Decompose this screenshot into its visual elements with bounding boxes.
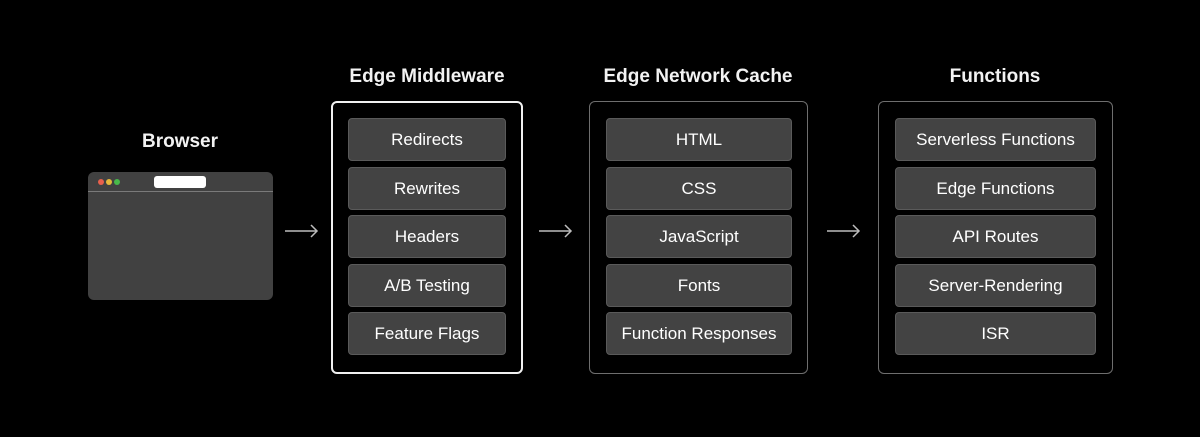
edge-network-cache-box [589, 101, 808, 374]
functions-item: Edge Functions [895, 167, 1096, 210]
functions-item: Server-Rendering [895, 264, 1096, 307]
window-maximize-dot-icon [114, 179, 120, 185]
browser-window-icon [88, 172, 273, 300]
edge-middleware-item: Rewrites [348, 167, 506, 210]
functions-box [878, 101, 1113, 374]
browser-title: Browser [141, 131, 219, 152]
edge-network-cache-item: HTML [606, 118, 792, 161]
edge-middleware-box [331, 101, 523, 374]
edge-middleware-title: Edge Middleware [349, 66, 505, 87]
edge-middleware-item: Headers [348, 215, 506, 258]
edge-network-cache-item: JavaScript [606, 215, 792, 258]
functions-item: ISR [895, 312, 1096, 355]
edge-middleware-item: A/B Testing [348, 264, 506, 307]
edge-middleware-item: Redirects [348, 118, 506, 161]
window-close-dot-icon [98, 179, 104, 185]
edge-network-cache-item: Function Responses [606, 312, 792, 355]
arrow-right-icon [827, 224, 861, 238]
edge-middleware-item: Feature Flags [348, 312, 506, 355]
address-bar [154, 176, 206, 188]
arrow-right-icon [539, 224, 573, 238]
functions-item: API Routes [895, 215, 1096, 258]
browser-toolbar [88, 172, 273, 192]
edge-network-cache-item: Fonts [606, 264, 792, 307]
arrow-right-icon [285, 224, 319, 238]
functions-title: Functions [949, 66, 1041, 87]
functions-item: Serverless Functions [895, 118, 1096, 161]
window-minimize-dot-icon [106, 179, 112, 185]
edge-network-cache-item: CSS [606, 167, 792, 210]
edge-network-cache-title: Edge Network Cache [603, 66, 793, 87]
